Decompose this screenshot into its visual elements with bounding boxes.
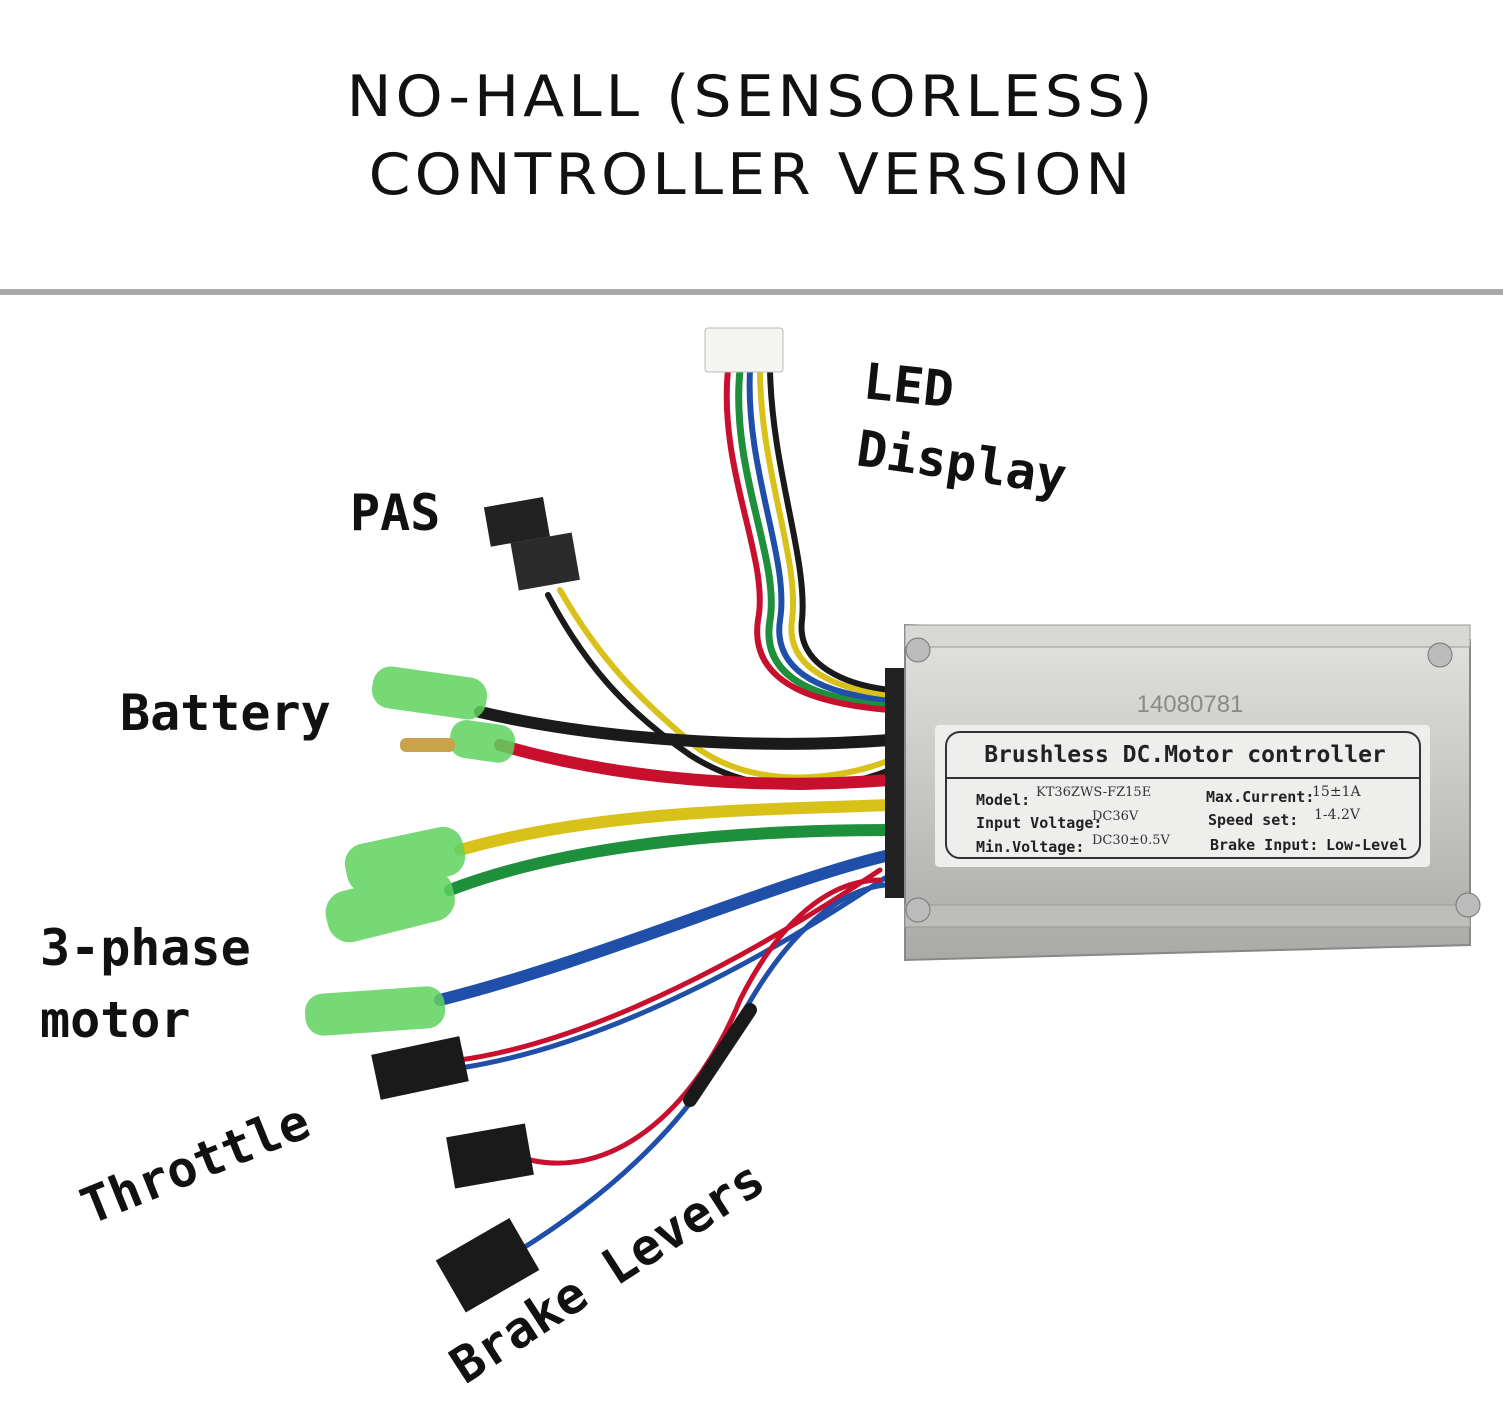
spec-value: 15±1A [1312, 784, 1361, 800]
spec-value: Low-Level [1326, 836, 1407, 854]
spec-key: Input Voltage: [976, 814, 1102, 832]
serial-number: 14080781 [1137, 691, 1244, 718]
wire-battery-red [494, 739, 896, 790]
wire-motor-blue [434, 849, 896, 1006]
wire-led-red [723, 367, 893, 713]
wire-brake-red [527, 877, 883, 1166]
green-bullet-connectors [304, 666, 516, 1036]
screw [905, 637, 931, 663]
spec-value: DC36V [1092, 809, 1139, 824]
brake-connector-1 [446, 1123, 534, 1189]
spec-key: Min.Voltage: [976, 838, 1084, 856]
label-pas: PAS [350, 484, 440, 542]
spec-value: 1-4.2V [1314, 807, 1361, 823]
wire-led-black [767, 367, 893, 693]
label-display: Display [853, 419, 1070, 506]
label-battery: Battery [120, 684, 331, 742]
divider [0, 289, 1503, 295]
brake-connector-2 [435, 1218, 540, 1313]
connectors [304, 327, 784, 1313]
screw [1427, 642, 1453, 668]
spec-key: Speed set: [1208, 811, 1298, 829]
screw [1455, 892, 1481, 918]
wire-motor-yellow [454, 799, 896, 856]
wires [434, 366, 896, 1253]
wire-led-yellow [757, 367, 893, 698]
spec-label [935, 725, 1430, 867]
brake-heatshrink [683, 1003, 757, 1107]
wire-pas-yellow [557, 587, 893, 781]
wire-led-blue [746, 367, 893, 703]
wire-motor-green [444, 824, 896, 896]
battery-bullet-pin [400, 738, 455, 752]
spec-value: KT36ZWS-FZ15E [1036, 785, 1151, 800]
label-throttle: Throttle [73, 1092, 318, 1236]
label-led: LED [861, 352, 957, 419]
spec-key: Brake Input: [1210, 836, 1318, 854]
controller-housing: 14080781 Brushless DC.Motor controller M… [885, 623, 1481, 962]
wire-led-green [735, 366, 894, 709]
title-line-1: NO-HALL (SENSORLESS) [346, 63, 1157, 131]
title-line-2: CONTROLLER VERSION [368, 141, 1135, 209]
wire-throttle-blue [457, 875, 888, 1071]
label-heading: Brushless DC.Motor controller [984, 742, 1386, 768]
spec-key: Model: [976, 791, 1030, 809]
wire-throttle-red [457, 867, 883, 1063]
screw [905, 897, 931, 923]
spec-value: DC30±0.5V [1092, 833, 1170, 848]
label-motor: motor [40, 991, 191, 1049]
led-display-connector [704, 327, 784, 373]
spec-key: Max.Current: [1206, 788, 1314, 806]
wire-battery-black [474, 706, 896, 750]
pas-connector [483, 496, 580, 591]
throttle-connector [371, 1036, 469, 1100]
label-3-phase: 3-phase [40, 919, 251, 977]
